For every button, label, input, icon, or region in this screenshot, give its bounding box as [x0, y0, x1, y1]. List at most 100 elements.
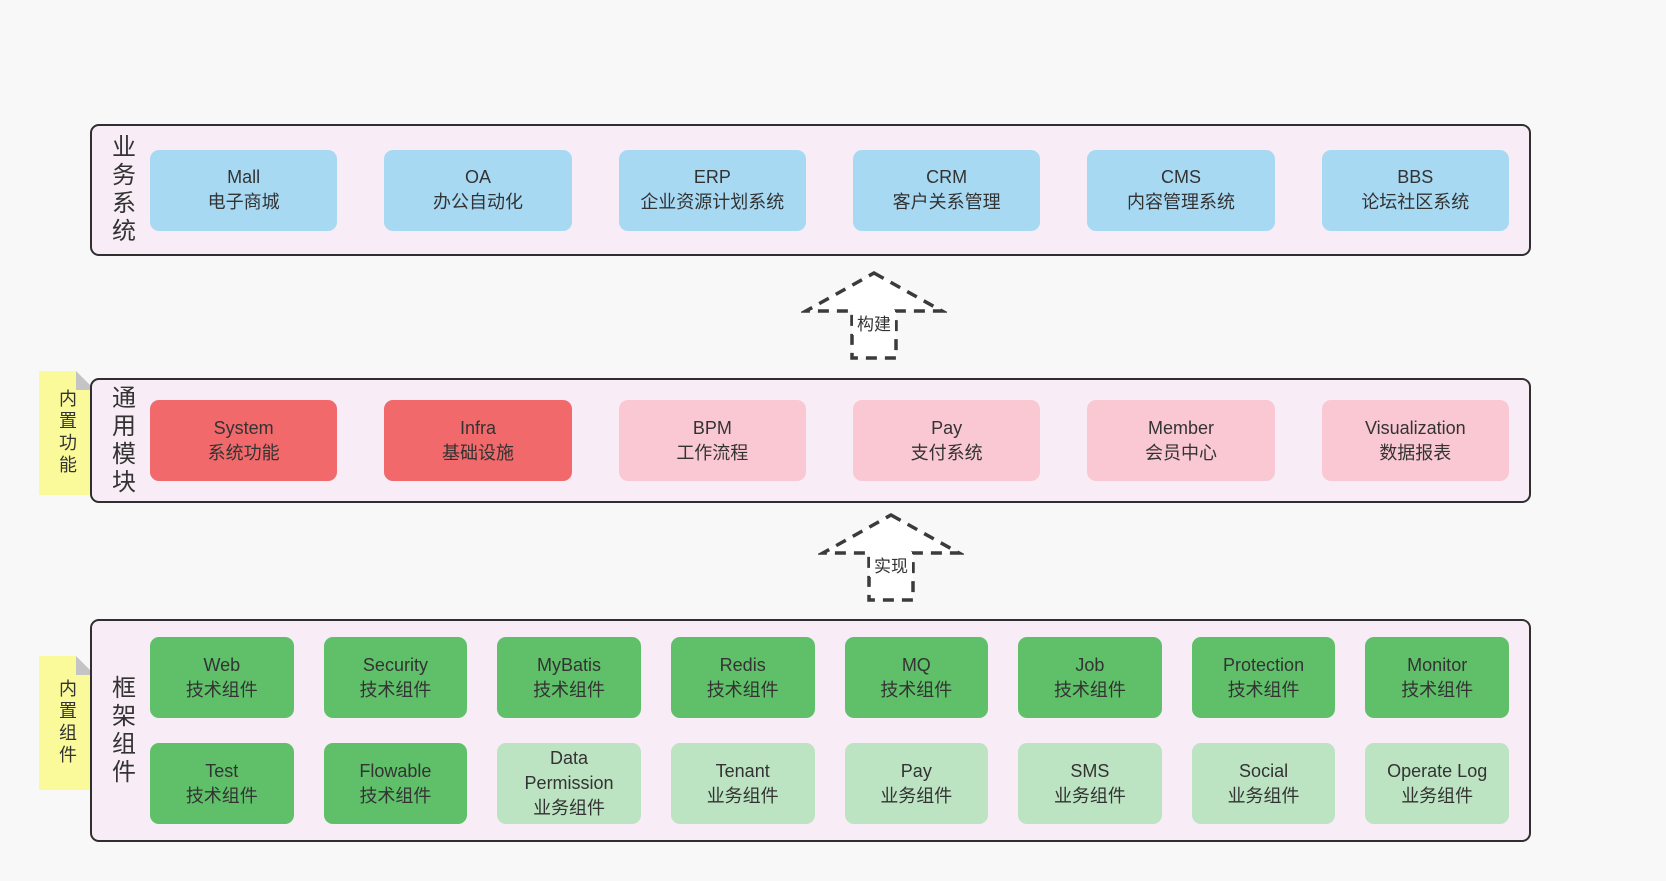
box-sms: SMS 业务组件 — [1018, 743, 1162, 824]
box-name: Redis — [719, 654, 766, 675]
box-security: Security 技术组件 — [323, 637, 468, 718]
box-operate-log: Operate Log 业务组件 — [1365, 743, 1509, 824]
box-name: Security — [362, 654, 428, 675]
box-protection: Protection 技术组件 — [1191, 637, 1336, 718]
box-subtitle: 业务组件 — [706, 785, 779, 806]
box-mybatis: MyBatis 技术组件 — [497, 637, 641, 718]
box-subtitle: 技术组件 — [359, 785, 432, 806]
box-name: Operate Log — [1387, 760, 1488, 781]
box-name: Test — [205, 760, 239, 781]
box-name: BPM — [692, 417, 732, 438]
box-name: Pay — [900, 760, 932, 781]
band-label-framework-text: 框架组件 — [107, 674, 135, 787]
box-web: Web 技术组件 — [150, 637, 294, 718]
box-crm: CRM 客户关系管理 — [852, 149, 1041, 231]
box-subtitle: 客户关系管理 — [892, 192, 1001, 212]
box-name: Job — [1075, 654, 1105, 675]
band-label-business: 业务系统 — [92, 126, 150, 254]
box-name: OA — [464, 167, 491, 187]
box-subtitle: 业务组件 — [1053, 785, 1126, 806]
sticky-note-text: 内置组件 — [57, 679, 77, 767]
business-systems-band: 业务系统 Mall 电子商城 OA 办公自动化 ERP 企业资源计划系统 CRM… — [90, 124, 1531, 256]
implement-arrow-label: 实现 — [870, 552, 912, 577]
box-subtitle: 业务组件 — [533, 798, 606, 818]
box-subtitle: 会员中心 — [1144, 442, 1217, 463]
box-subtitle: 支付系统 — [910, 442, 983, 463]
box-visualization: Visualization 数据报表 — [1321, 400, 1509, 481]
box-infra: Infra 基础设施 — [384, 400, 572, 481]
build-arrow: 构建 — [801, 270, 947, 362]
box-mall: Mall 电子商城 — [150, 149, 338, 231]
box-name: MyBatis — [537, 654, 602, 675]
modules-boxes-row: System 系统功能 Infra 基础设施 BPM 工作流程 Pay 支付系统… — [150, 380, 1529, 501]
box-name: Web — [203, 654, 241, 675]
implement-arrow: 实现 — [818, 512, 964, 604]
box-name: MQ — [901, 654, 931, 675]
box-flowable: Flowable 技术组件 — [323, 743, 468, 824]
box-redis: Redis 技术组件 — [670, 637, 815, 718]
box-subtitle: 基础设施 — [441, 442, 514, 463]
box-subtitle: 技术组件 — [1227, 679, 1300, 700]
box-mq: MQ 技术组件 — [844, 637, 989, 718]
box-test: Test 技术组件 — [150, 743, 294, 824]
box-tenant: Tenant 业务组件 — [670, 743, 815, 824]
box-name: Mall — [227, 167, 261, 187]
box-subtitle: 技术组件 — [706, 679, 779, 700]
box-subtitle: 论坛社区系统 — [1361, 192, 1470, 212]
box-name: ERP — [693, 167, 731, 187]
box-subtitle: 技术组件 — [185, 785, 258, 806]
box-name: SMS — [1070, 760, 1110, 781]
box-subtitle: 电子商城 — [207, 192, 280, 212]
box-monitor: Monitor 技术组件 — [1365, 637, 1509, 718]
box-name: CRM — [926, 167, 968, 187]
box-cms: CMS 内容管理系统 — [1087, 149, 1275, 231]
box-subtitle: 工作流程 — [676, 442, 749, 463]
box-name: Tenant — [715, 760, 770, 781]
band-label-framework: 框架组件 — [92, 621, 150, 840]
box-subtitle: 技术组件 — [185, 679, 258, 700]
sticky-note-built-in-components: 内置组件 — [39, 656, 95, 790]
band-label-business-text: 业务系统 — [107, 134, 135, 246]
box-member: Member 会员中心 — [1087, 400, 1275, 481]
box-name: Data Permission — [524, 748, 614, 793]
box-data-permission: Data Permission 业务组件 — [497, 743, 641, 824]
box-subtitle: 技术组件 — [1053, 679, 1126, 700]
sticky-note-built-in-features: 内置功能 — [39, 371, 95, 495]
box-name: Protection — [1223, 654, 1305, 675]
box-pay: Pay 支付系统 — [852, 400, 1041, 481]
box-job: Job 技术组件 — [1018, 637, 1162, 718]
business-boxes-row: Mall 电子商城 OA 办公自动化 ERP 企业资源计划系统 CRM 客户关系… — [150, 126, 1529, 254]
box-name: Infra — [459, 417, 496, 438]
box-name: CMS — [1160, 167, 1201, 187]
box-subtitle: 技术组件 — [533, 679, 606, 700]
box-bbs: BBS 论坛社区系统 — [1321, 149, 1509, 231]
box-subtitle: 业务组件 — [880, 785, 953, 806]
box-oa: OA 办公自动化 — [384, 149, 572, 231]
box-name: Monitor — [1407, 654, 1468, 675]
box-subtitle: 办公自动化 — [432, 192, 523, 212]
framework-boxes-grid: Web 技术组件 Security 技术组件 MyBatis 技术组件 Redi… — [150, 621, 1529, 840]
box-subtitle: 内容管理系统 — [1126, 192, 1235, 212]
build-arrow-label: 构建 — [853, 310, 895, 335]
box-name: Visualization — [1364, 417, 1466, 438]
sticky-note-text: 内置功能 — [57, 389, 77, 477]
box-subtitle: 技术组件 — [1401, 679, 1474, 700]
box-name: Social — [1239, 760, 1289, 781]
box-name: System — [213, 417, 274, 438]
band-label-modules: 通用模块 — [92, 380, 150, 501]
box-subtitle: 业务组件 — [1227, 785, 1300, 806]
box-subtitle: 技术组件 — [359, 679, 432, 700]
box-subtitle: 系统功能 — [207, 442, 280, 463]
box-name: Flowable — [359, 760, 432, 781]
box-subtitle: 业务组件 — [1401, 785, 1474, 806]
box-social: Social 业务组件 — [1191, 743, 1336, 824]
box-name: Member — [1147, 417, 1214, 438]
box-system: System 系统功能 — [150, 400, 338, 481]
box-subtitle: 企业资源计划系统 — [640, 192, 785, 212]
box-name: BBS — [1397, 167, 1434, 187]
framework-components-band: 框架组件 Web 技术组件 Security 技术组件 MyBatis 技术组件… — [90, 619, 1531, 842]
box-subtitle: 数据报表 — [1379, 442, 1452, 463]
common-modules-band: 通用模块 System 系统功能 Infra 基础设施 BPM 工作流程 Pay… — [90, 378, 1531, 503]
band-label-modules-text: 通用模块 — [107, 384, 135, 497]
